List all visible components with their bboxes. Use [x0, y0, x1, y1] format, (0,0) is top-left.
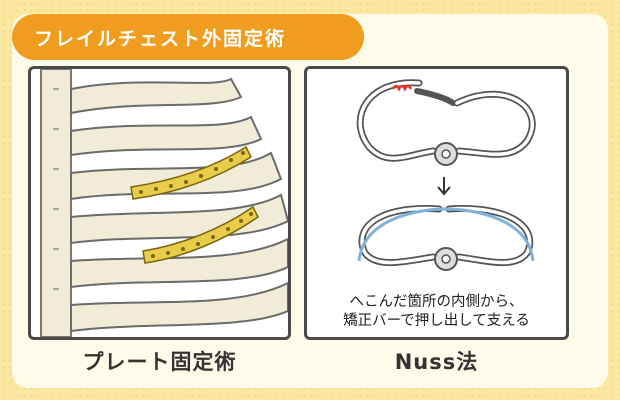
nuss-note-line2: 矯正バーで押し出して支える	[343, 313, 530, 329]
page-title: フレイルチェスト外固定術	[34, 27, 287, 50]
fixation-plate	[130, 145, 259, 264]
nuss-procedure-panel: へこんだ箇所の内側から、 矯正バーで押し出して支える	[304, 66, 569, 340]
nuss-illustration	[356, 79, 536, 271]
ribcage-illustration	[40, 69, 288, 337]
depression-mark-icon	[391, 84, 413, 92]
plate-fixation-caption: プレート固定術	[82, 350, 237, 374]
arrow-down-icon	[437, 177, 451, 196]
title-banner: フレイルチェスト外固定術	[12, 14, 364, 60]
plate-fixation-panel	[28, 66, 291, 340]
nuss-caption: Nuss法	[394, 350, 479, 374]
nuss-note-line1: へこんだ箇所の内側から、	[349, 294, 524, 310]
correction-bar	[357, 207, 535, 262]
